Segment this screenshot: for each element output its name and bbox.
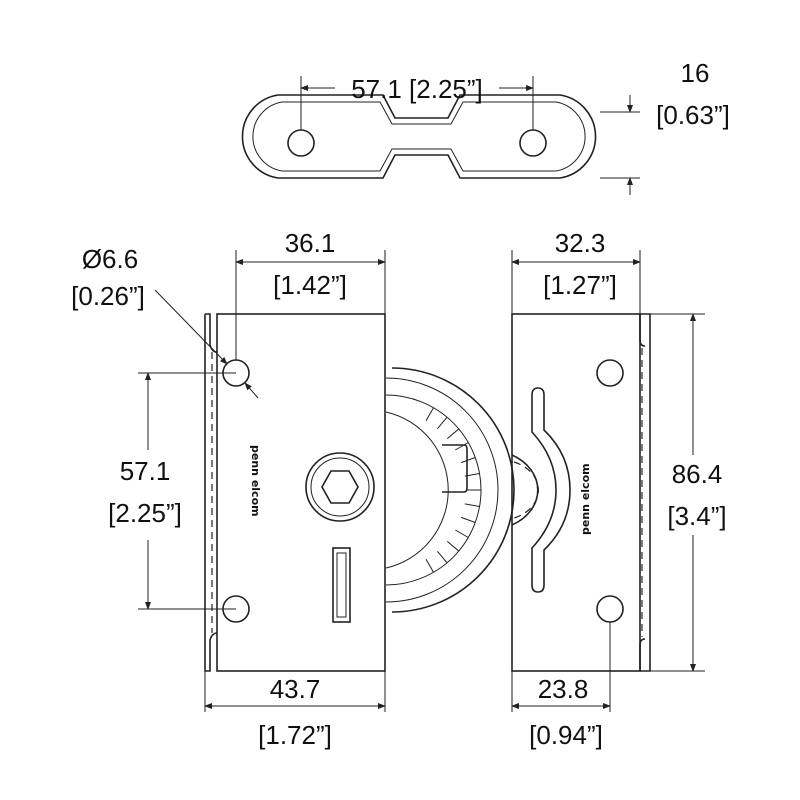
wheel-tooth <box>455 529 469 538</box>
side-flange <box>639 313 651 672</box>
side-hole-top <box>596 359 624 387</box>
wheel-tooth <box>461 516 476 523</box>
wheel-tooth <box>446 428 460 439</box>
top-hole-spacing-label: 57.1 [2.25”] <box>351 74 483 104</box>
side-width-mm: 32.3 <box>555 228 606 258</box>
hole-diameter-mm: Ø6.6 <box>82 244 138 274</box>
side-wheel <box>511 454 539 526</box>
top-view-outline <box>241 94 597 179</box>
front-hole-spacing-mm: 57.1 <box>120 456 171 486</box>
side-slot <box>531 387 571 593</box>
adjust-slot <box>332 547 351 623</box>
front-hole-offset-in: [1.42”] <box>273 270 347 300</box>
side-logo: penn elcom <box>579 463 592 535</box>
front-logo: penn elcom <box>249 445 262 517</box>
wheel-tooth <box>446 541 460 552</box>
side-hole-offset-mm: 23.8 <box>538 674 589 704</box>
front-view: penn elcom 36.1 [1.42”] Ø6.6 [0.26”] 57.… <box>71 228 515 750</box>
wheel-tooth <box>437 550 448 564</box>
wheel-tooth <box>455 442 469 451</box>
wheel-tooth <box>461 457 476 464</box>
wheel-tooth <box>464 503 480 507</box>
front-hole-spacing-in: [2.25”] <box>108 498 182 528</box>
side-width-in: [1.27”] <box>543 270 617 300</box>
wheel-tab <box>442 444 468 493</box>
front-plate <box>216 313 386 672</box>
top-view: 57.1 [2.25”] 16 [0.63”] <box>241 58 730 195</box>
wheel-outer-arc <box>391 367 515 613</box>
front-width-mm: 43.7 <box>270 674 321 704</box>
side-height-mm: 86.4 <box>672 459 723 489</box>
hole-diameter-in: [0.26”] <box>71 281 145 311</box>
wheel-tooth <box>425 559 434 573</box>
side-view: penn elcom 32.3 [1.27”] 86.4 [3.4”] 23.8… <box>511 228 727 750</box>
side-plate <box>511 313 641 672</box>
thickness-in-label: [0.63”] <box>656 100 730 130</box>
hex-bolt <box>305 452 375 522</box>
front-flange <box>204 313 218 672</box>
wheel-tooth <box>437 416 448 430</box>
thickness-mm-label: 16 <box>681 58 710 88</box>
side-hole-offset-in: [0.94”] <box>529 720 603 750</box>
side-hole-bottom <box>596 595 624 623</box>
wheel-tooth <box>425 407 434 421</box>
front-width-in: [1.72”] <box>258 720 332 750</box>
front-hole-offset-mm: 36.1 <box>285 228 336 258</box>
top-hole-right <box>519 129 547 157</box>
top-hole-left <box>287 129 315 157</box>
side-height-in: [3.4”] <box>667 501 726 531</box>
